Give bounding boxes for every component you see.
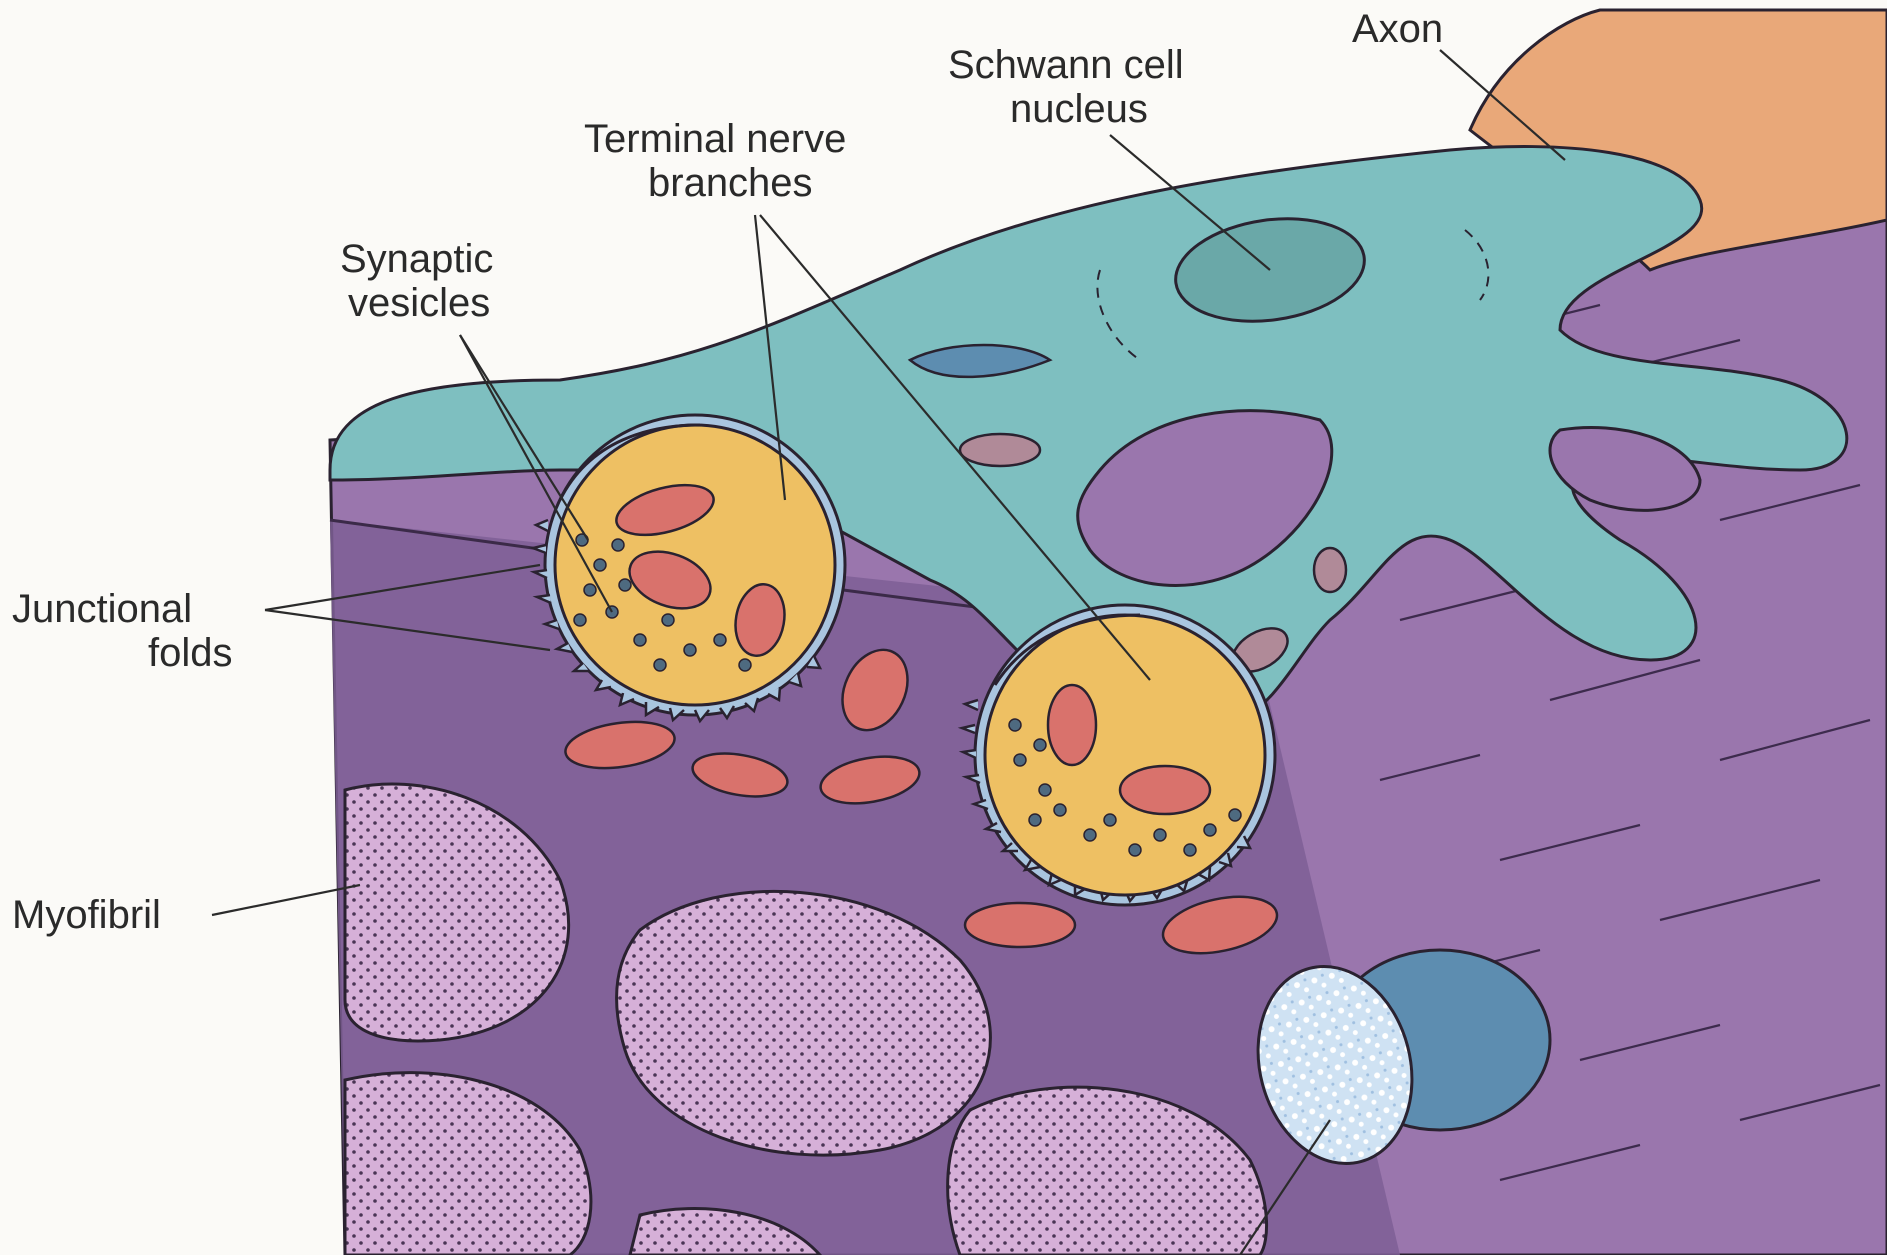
label-schwann-cell-line2: nucleus <box>1010 87 1148 131</box>
label-synaptic-line1: Synaptic <box>340 237 493 281</box>
label-synaptic-line2: vesicles <box>348 281 490 325</box>
label-myofibril: Myofibril <box>12 893 161 937</box>
label-terminal-line2: branches <box>648 161 813 205</box>
label-axon: Axon <box>1352 7 1443 51</box>
label-terminal-line1: Terminal nerve <box>584 117 846 161</box>
label-junctional-line2: folds <box>148 631 233 675</box>
label-junctional-line1: Junctional <box>12 587 192 631</box>
label-schwann-cell-line1: Schwann cell <box>948 43 1184 87</box>
